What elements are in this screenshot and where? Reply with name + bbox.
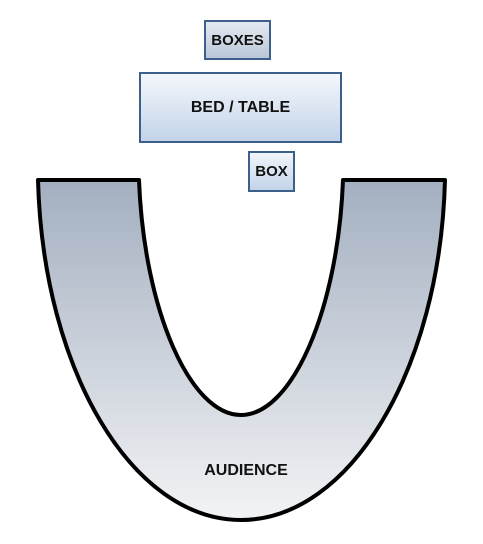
box-prop: BOX [248, 151, 295, 192]
box-label: BOX [255, 163, 288, 180]
audience-u-shape [36, 178, 447, 522]
bed-table-prop: BED / TABLE [139, 72, 342, 143]
boxes-label: BOXES [211, 31, 264, 49]
audience-label: AUDIENCE [204, 462, 288, 479]
bed-table-label: BED / TABLE [190, 98, 291, 116]
boxes-prop: BOXES [204, 20, 271, 60]
